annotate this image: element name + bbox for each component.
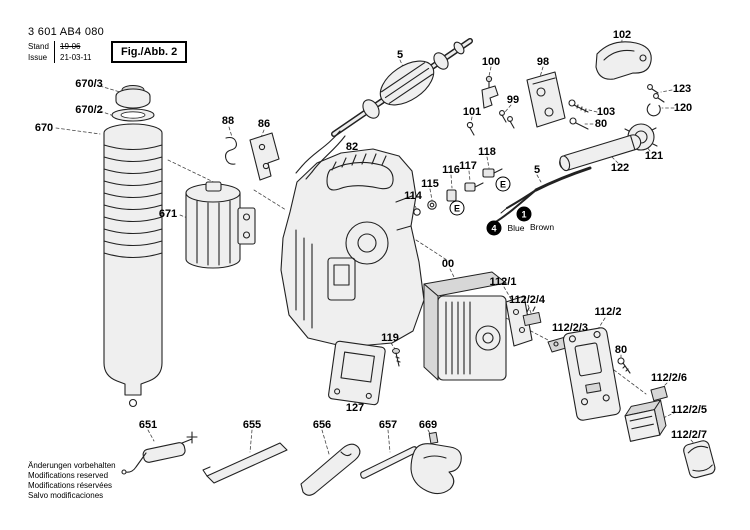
part-callout-112-2-5-32: 112/2/5	[670, 404, 708, 416]
notice-de: Änderungen vorbehalten	[28, 461, 116, 470]
part-callout-670-2: 670	[34, 122, 54, 134]
part-callout-00-25: 00	[441, 258, 455, 270]
revision-dates: Stand 19-06 Issue 21-03-11	[28, 41, 104, 63]
part-callout-101-12: 101	[462, 106, 482, 118]
part-callout-112-1-26: 112/1	[489, 276, 517, 288]
part-callout-80-14: 80	[594, 118, 608, 130]
notice-fr: Modifications réservées	[28, 481, 113, 490]
part-112-2-4-connector	[522, 306, 542, 327]
part-callout-120-16: 120	[673, 102, 693, 114]
title-block: 3 601 AB4 080 Stand 19-06 Issue 21-03-11…	[28, 26, 188, 63]
wire-color-label-blue: Blue	[507, 223, 525, 233]
part-callout-118-19: 118	[478, 146, 496, 158]
part-callout-657-39: 657	[378, 419, 398, 431]
part-670-grease-cartridge	[103, 85, 163, 408]
part-82-housing	[280, 148, 425, 348]
part-callout-116-21: 116	[442, 164, 460, 176]
part-callout-82-6: 82	[345, 141, 359, 153]
part-656-chisel	[300, 443, 361, 496]
part-callout-112-2-4-27: 112/2/4	[508, 294, 546, 306]
part-callout-112-2-29: 112/2	[594, 306, 622, 318]
part-callout-670-2-1: 670/2	[75, 104, 103, 116]
type-number: 3 601 AB4 080	[28, 26, 105, 38]
part-102-cap	[595, 41, 652, 80]
wire-badge-4-2: 4	[486, 220, 502, 236]
part-655-flat-chisel	[202, 442, 288, 484]
part-669-support	[410, 431, 462, 495]
part-callout-100-8: 100	[481, 56, 501, 68]
part-callout-117-20: 117	[459, 160, 477, 172]
part-callout-5-24: 5	[533, 164, 541, 176]
part-callout-670-3-0: 670/3	[75, 78, 103, 90]
part-123-screws	[647, 84, 665, 103]
parts-114-118-terminals	[413, 168, 503, 216]
part-callout-119-34: 119	[381, 332, 399, 344]
part-callout-112-2-3-28: 112/2/3	[551, 322, 589, 334]
wire-badge-E-0: E	[449, 200, 465, 216]
part-callout-80-30: 80	[614, 344, 628, 356]
figure-label: Fig./Abb. 2	[111, 41, 188, 63]
part-callout-114-23: 114	[404, 190, 422, 202]
part-119-screw	[392, 348, 401, 367]
footer-notices: Änderungen vorbehalten Modifications res…	[28, 461, 116, 501]
part-callout-98-9: 98	[536, 56, 550, 68]
part-80-screw-bottom	[617, 357, 631, 374]
part-callout-671-3: 671	[158, 208, 178, 220]
part-101-screw	[466, 121, 475, 136]
wire-badge-E-1: E	[495, 176, 511, 192]
part-657-rod	[360, 446, 418, 479]
part-112-2-5-switch	[624, 399, 667, 442]
part-112-2-7-rocker	[683, 440, 716, 479]
part-callout-112-2-6-31: 112/2/6	[650, 372, 688, 384]
part-callout-102-10: 102	[612, 29, 632, 41]
notice-es: Salvo modificaciones	[28, 491, 104, 500]
part-120-clip	[646, 103, 661, 117]
part-00-motor-housing	[423, 271, 507, 381]
wire-color-label-brown: Brown	[529, 222, 555, 232]
part-88-clip	[225, 136, 237, 165]
part-callout-123-15: 123	[672, 83, 692, 95]
part-callout-88-4: 88	[221, 115, 235, 127]
part-callout-656-38: 656	[312, 419, 332, 431]
part-100-terminal	[481, 75, 499, 109]
part-callout-127-35: 127	[345, 402, 365, 414]
part-122-tube	[559, 134, 642, 172]
part-callout-655-37: 655	[242, 419, 262, 431]
wire-badge-1-3: 1	[516, 206, 532, 222]
part-callout-103-13: 103	[596, 106, 616, 118]
part-callout-121-17: 121	[644, 150, 664, 162]
part-86-bracket	[249, 132, 280, 181]
part-callout-112-2-7-33: 112/2/7	[670, 429, 708, 441]
part-callout-86-5: 86	[257, 118, 271, 130]
superseded-date: 19-06	[54, 41, 104, 52]
stand-label: Stand	[28, 42, 49, 51]
part-callout-5-7: 5	[396, 49, 404, 61]
part-callout-99-11: 99	[506, 94, 520, 106]
issue-label: Issue	[28, 53, 48, 62]
part-callout-122-18: 122	[610, 162, 630, 174]
part-5-armature-assembly	[295, 38, 473, 180]
part-callout-651-36: 651	[138, 419, 158, 431]
part-callout-669-40: 669	[418, 419, 438, 431]
part-651-lubricator	[121, 431, 198, 475]
part-80-screw-top	[569, 117, 589, 130]
part-98-brush-plate	[526, 71, 566, 128]
part-112-2-switch-plate	[562, 327, 621, 421]
part-99-screws	[499, 110, 515, 129]
part-671-holder	[185, 181, 256, 269]
part-callout-115-22: 115	[421, 178, 439, 190]
notice-en: Modifications reserved	[28, 471, 109, 480]
part-103-screw	[568, 99, 589, 113]
part-127-cover-plate	[328, 340, 386, 406]
issue-date: 21-03-11	[54, 52, 104, 63]
part-112-2-6-block	[650, 385, 668, 402]
part-112-1-plate	[505, 295, 533, 347]
